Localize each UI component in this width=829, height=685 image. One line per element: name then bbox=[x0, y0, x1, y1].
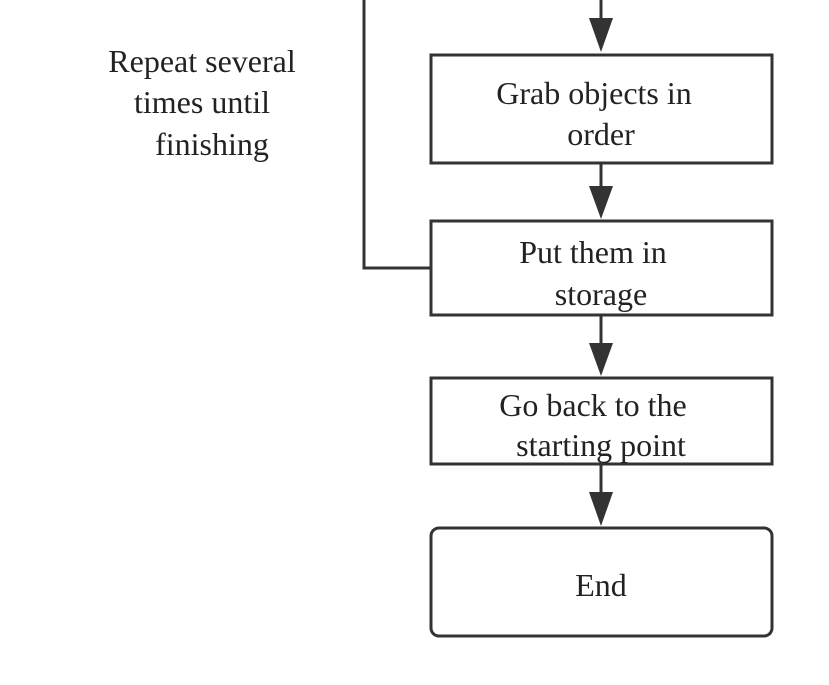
svg-text:End: End bbox=[575, 567, 627, 603]
arrowhead-store-to-return bbox=[589, 343, 613, 376]
node-label-line: Grab objects in bbox=[496, 75, 692, 111]
svg-text:Put them in storage: Put them in storage bbox=[519, 234, 675, 312]
loop-label-line: times until bbox=[134, 84, 270, 120]
node-grab-objects: Grab objects in order bbox=[429, 53, 774, 165]
node-label-line: storage bbox=[555, 276, 647, 312]
node-label-line: Put them in bbox=[519, 234, 667, 270]
svg-text:Grab objects in order: Grab objects in order bbox=[496, 75, 700, 152]
arrowhead-into-grab bbox=[589, 18, 613, 52]
arrowhead-return-to-end bbox=[589, 492, 613, 526]
node-go-back-to-start: Go back to the starting point bbox=[429, 376, 774, 466]
svg-text:Go back to the starting: Go back to the starting point bbox=[499, 387, 695, 463]
node-label-line: order bbox=[567, 116, 635, 152]
node-label-line: starting point bbox=[516, 427, 686, 463]
loop-label-line: Repeat several bbox=[108, 43, 296, 79]
loop-label: Repeat several times until finishing bbox=[108, 43, 303, 162]
arrowhead-grab-to-store bbox=[589, 186, 613, 219]
loop-back-connector bbox=[362, 0, 432, 270]
node-label-line: Go back to the bbox=[499, 387, 687, 423]
loop-label-line: finishing bbox=[155, 126, 269, 162]
node-label-line: End bbox=[575, 567, 627, 603]
node-end: End bbox=[429, 526, 774, 638]
node-put-in-storage: Put them in storage bbox=[429, 219, 774, 317]
